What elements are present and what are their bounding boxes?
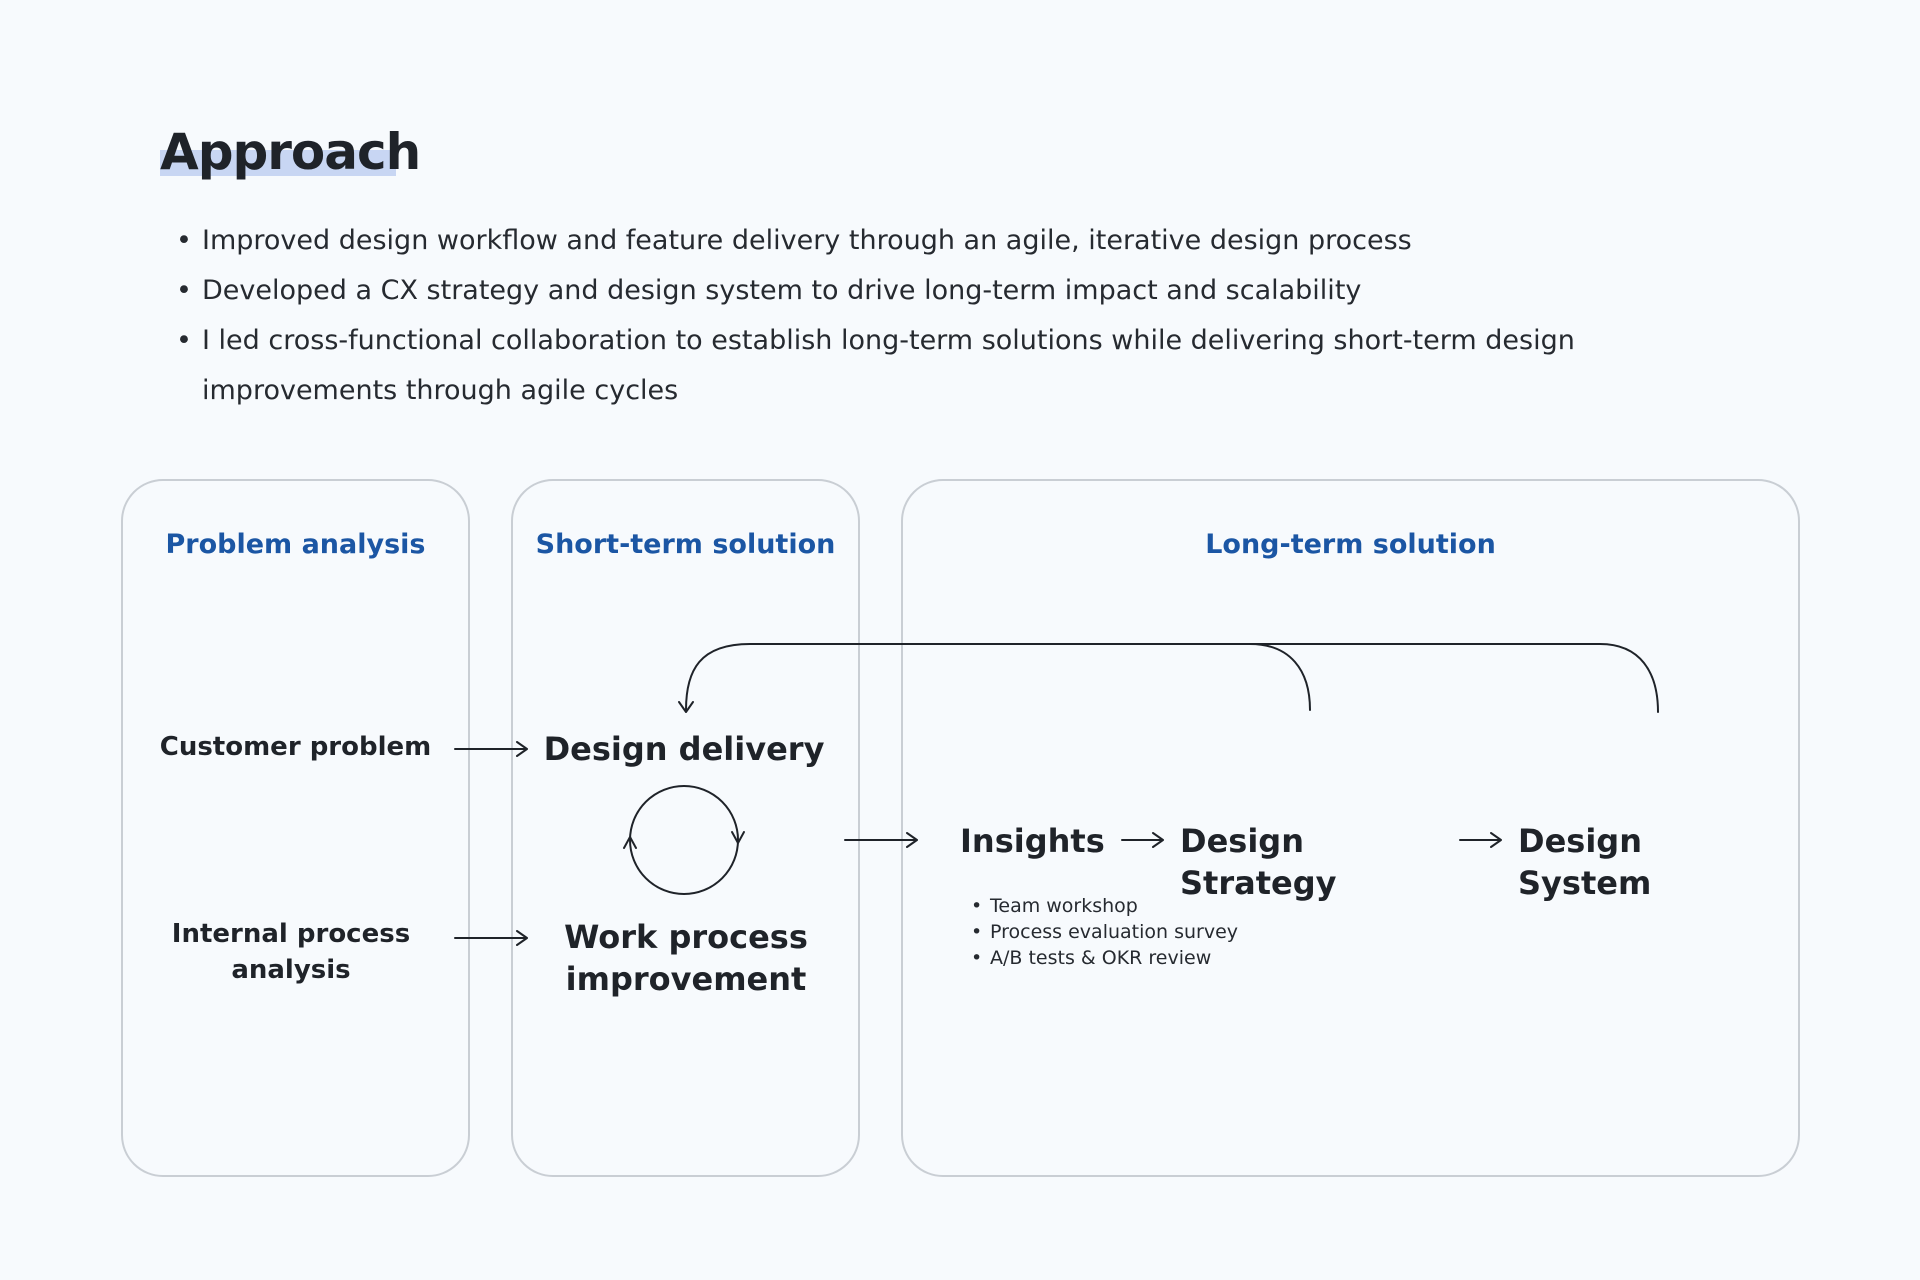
design-strategy-label: Design Strategy	[1180, 822, 1337, 902]
feedback-arrowhead	[678, 701, 694, 713]
cycle-arrowhead	[623, 836, 637, 849]
work-process-label: Work process improvement	[564, 918, 808, 998]
short-term-panel	[511, 479, 860, 1177]
title-block: Approach	[160, 122, 421, 182]
long-term-panel	[901, 479, 1800, 1177]
arrow-insights-to-strategy	[1121, 832, 1164, 848]
internal-process-label: Internal process analysis	[171, 919, 411, 985]
feedback-loop-path	[1249, 643, 1659, 713]
long-term-title: Long-term solution	[1205, 529, 1496, 560]
iteration-cycle-icon	[629, 785, 739, 895]
insights-method-item: Team workshop	[971, 893, 1238, 919]
arrow-customer-to-delivery	[454, 741, 528, 757]
problem-analysis-panel	[121, 479, 470, 1177]
title-highlight	[160, 150, 396, 176]
bullet-item: Improved design workflow and feature del…	[176, 216, 1762, 266]
cycle-arrowhead	[731, 831, 745, 844]
feedback-loop-path	[685, 643, 1311, 711]
arrow-strategy-to-system	[1459, 832, 1502, 848]
insights-method-item: A/B tests & OKR review	[971, 945, 1238, 971]
bullet-item: I led cross-functional collaboration to …	[176, 316, 1762, 416]
bullet-item: Developed a CX strategy and design syste…	[176, 266, 1762, 316]
customer-problem-label: Customer problem	[159, 732, 432, 762]
arrow-short-to-long	[844, 832, 918, 848]
problem-analysis-title: Problem analysis	[165, 529, 426, 560]
approach-bullet-list: Improved design workflow and feature del…	[176, 216, 1762, 416]
insights-methods-list: Team workshop Process evaluation survey …	[971, 893, 1238, 971]
insights-label: Insights	[960, 822, 1105, 860]
insights-method-item: Process evaluation survey	[971, 919, 1238, 945]
short-term-title: Short-term solution	[535, 529, 836, 560]
page-title: Approach	[160, 123, 421, 181]
design-system-label: Design System	[1518, 822, 1652, 902]
arrow-internal-to-process	[454, 930, 528, 946]
design-delivery-label: Design delivery	[543, 730, 825, 768]
